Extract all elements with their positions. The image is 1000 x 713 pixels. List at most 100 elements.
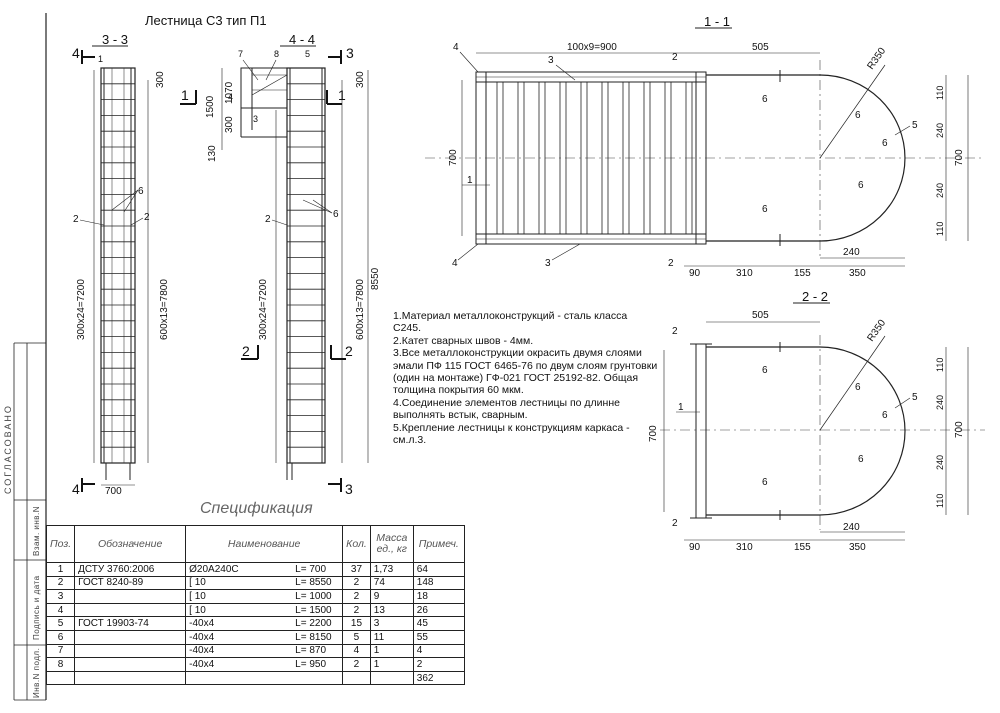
spec-note: 18 (412, 589, 465, 604)
dim-700-right-1-1: 700 (954, 149, 965, 166)
dim-700-left-1-1: 700 (448, 149, 459, 166)
inv-sub-label: Взам. инв.N (32, 505, 41, 556)
section-2-2-label: 2 - 2 (802, 289, 828, 304)
section-4-4-label: 4 - 4 (289, 32, 315, 47)
dim-700-right-2-2: 700 (954, 421, 965, 438)
dim-700-left-2-2: 700 (648, 425, 659, 442)
spec-length: L= 2200 (295, 618, 332, 630)
drawing-title: Лестница С3 тип П1 (145, 13, 267, 28)
spec-qty: 37 (342, 562, 371, 577)
spec-designation: ДСТУ 3760:2006 (74, 562, 187, 577)
dim-155-1-1: 155 (794, 268, 811, 279)
dim-240-a-2-2: 240 (935, 395, 945, 410)
section-mark-1-left: 1 (181, 87, 189, 103)
spec-note: 55 (412, 629, 465, 645)
dim-90-2-2: 90 (689, 542, 701, 553)
dim-110-b-2-2: 110 (935, 494, 945, 508)
spec-designation (74, 643, 187, 659)
spec-qty: 2 (342, 589, 371, 604)
dim-350-2-2: 350 (849, 542, 866, 553)
spec-pos: 5 (45, 616, 76, 631)
dim-600x13-right: 600х13=7800 (355, 279, 366, 340)
spec-note: 4 (412, 643, 465, 659)
spec-profile: [ 10 (189, 577, 206, 589)
dim-1070: 1070 (224, 81, 235, 104)
spec-profile: [ 10 (189, 590, 206, 602)
spec-designation: ГОСТ 19903-74 (74, 616, 187, 631)
callout-6-2-2-b: 6 (762, 477, 768, 488)
callout-6-1-1-d: 6 (882, 138, 888, 149)
callout-2-1-1-top: 2 (672, 52, 678, 63)
spec-pos: 7 (45, 643, 76, 659)
spec-mass: 74 (369, 575, 414, 591)
callout-6-1-1-b: 6 (762, 204, 768, 215)
spec-qty: 4 (342, 643, 371, 659)
dim-110-b-1-1: 110 (935, 222, 945, 236)
spec-name: [ 10 L= 8550 (185, 575, 344, 591)
spec-header-mass: Масса ед., кг (369, 525, 414, 563)
spec-qty: 2 (342, 657, 371, 672)
dim-90-1-1: 90 (689, 268, 701, 279)
callout-6-1-1-c: 6 (855, 110, 861, 121)
spec-designation: ГОСТ 8240-89 (74, 575, 187, 591)
callout-4-4-4: 4 (228, 92, 233, 102)
callout-3-1-1-bottom: 3 (545, 258, 551, 269)
dim-110-a-1-1: 110 (935, 86, 945, 100)
dim-240-bottom-2-2: 240 (843, 522, 860, 533)
dim-310-2-2: 310 (736, 542, 753, 553)
spec-designation (74, 589, 187, 604)
spec-row: 362 (45, 670, 465, 686)
callout-2-3-3-right: 2 (144, 212, 150, 223)
callout-2-2-2-bottom: 2 (672, 518, 678, 529)
callout-5-4-4: 5 (305, 49, 310, 59)
spec-note: 45 (412, 616, 465, 631)
dim-240-b-2-2: 240 (935, 455, 945, 470)
section-mark-1-right: 1 (338, 87, 346, 103)
spec-header-qty: Кол. (342, 525, 371, 563)
callout-4-1-1-top: 4 (453, 42, 459, 53)
spec-note: 148 (412, 575, 465, 591)
callout-6-4-4: 6 (333, 209, 339, 220)
callout-6-1-1-a: 6 (762, 94, 768, 105)
spec-table: Поз. Обозначение Наименование Кол. Масса… (45, 525, 465, 686)
spec-designation (74, 602, 187, 618)
spec-profile: Ø20А240С (189, 563, 239, 575)
spec-pos: 6 (45, 629, 76, 645)
spec-pos: 1 (45, 562, 76, 577)
dim-240-a-1-1: 240 (935, 123, 945, 138)
callout-2-2-2-top: 2 (672, 326, 678, 337)
section-3-3: 3 - 3 4 300х24=7200 600х13=7800 300 700 … (72, 32, 170, 497)
spec-note: 64 (412, 562, 465, 577)
spec-mass: 13 (369, 602, 414, 618)
note-1: 1.Материал металлоконструкций - сталь кл… (393, 310, 628, 335)
spec-length: L= 1500 (295, 604, 332, 616)
section-1-1: 1 - 1 R350 100х9=900 505 110 240 240 110… (425, 14, 985, 279)
note-4: 4.Соединение элементов лестницы по длинн… (393, 396, 620, 422)
callout-6-2-2-a: 6 (762, 365, 768, 376)
spec-mass (369, 670, 414, 686)
spec-header-designation: Обозначение (74, 525, 187, 563)
spec-length: L= 8550 (295, 577, 332, 589)
callout-1-3-3: 1 (98, 54, 103, 64)
spec-note: 26 (412, 602, 465, 618)
dim-300-top-right: 300 (355, 71, 366, 88)
dim-505-1-1: 505 (752, 42, 769, 53)
dim-8550: 8550 (370, 267, 381, 290)
section-1-1-label: 1 - 1 (704, 14, 730, 29)
dim-300-side: 300 (224, 116, 235, 133)
spec-header-name: Наименование (185, 525, 344, 563)
dim-310-1-1: 310 (736, 268, 753, 279)
spec-mass: 1,73 (369, 562, 414, 577)
spec-length: L= 870 (295, 645, 327, 657)
spec-mass: 9 (369, 589, 414, 604)
